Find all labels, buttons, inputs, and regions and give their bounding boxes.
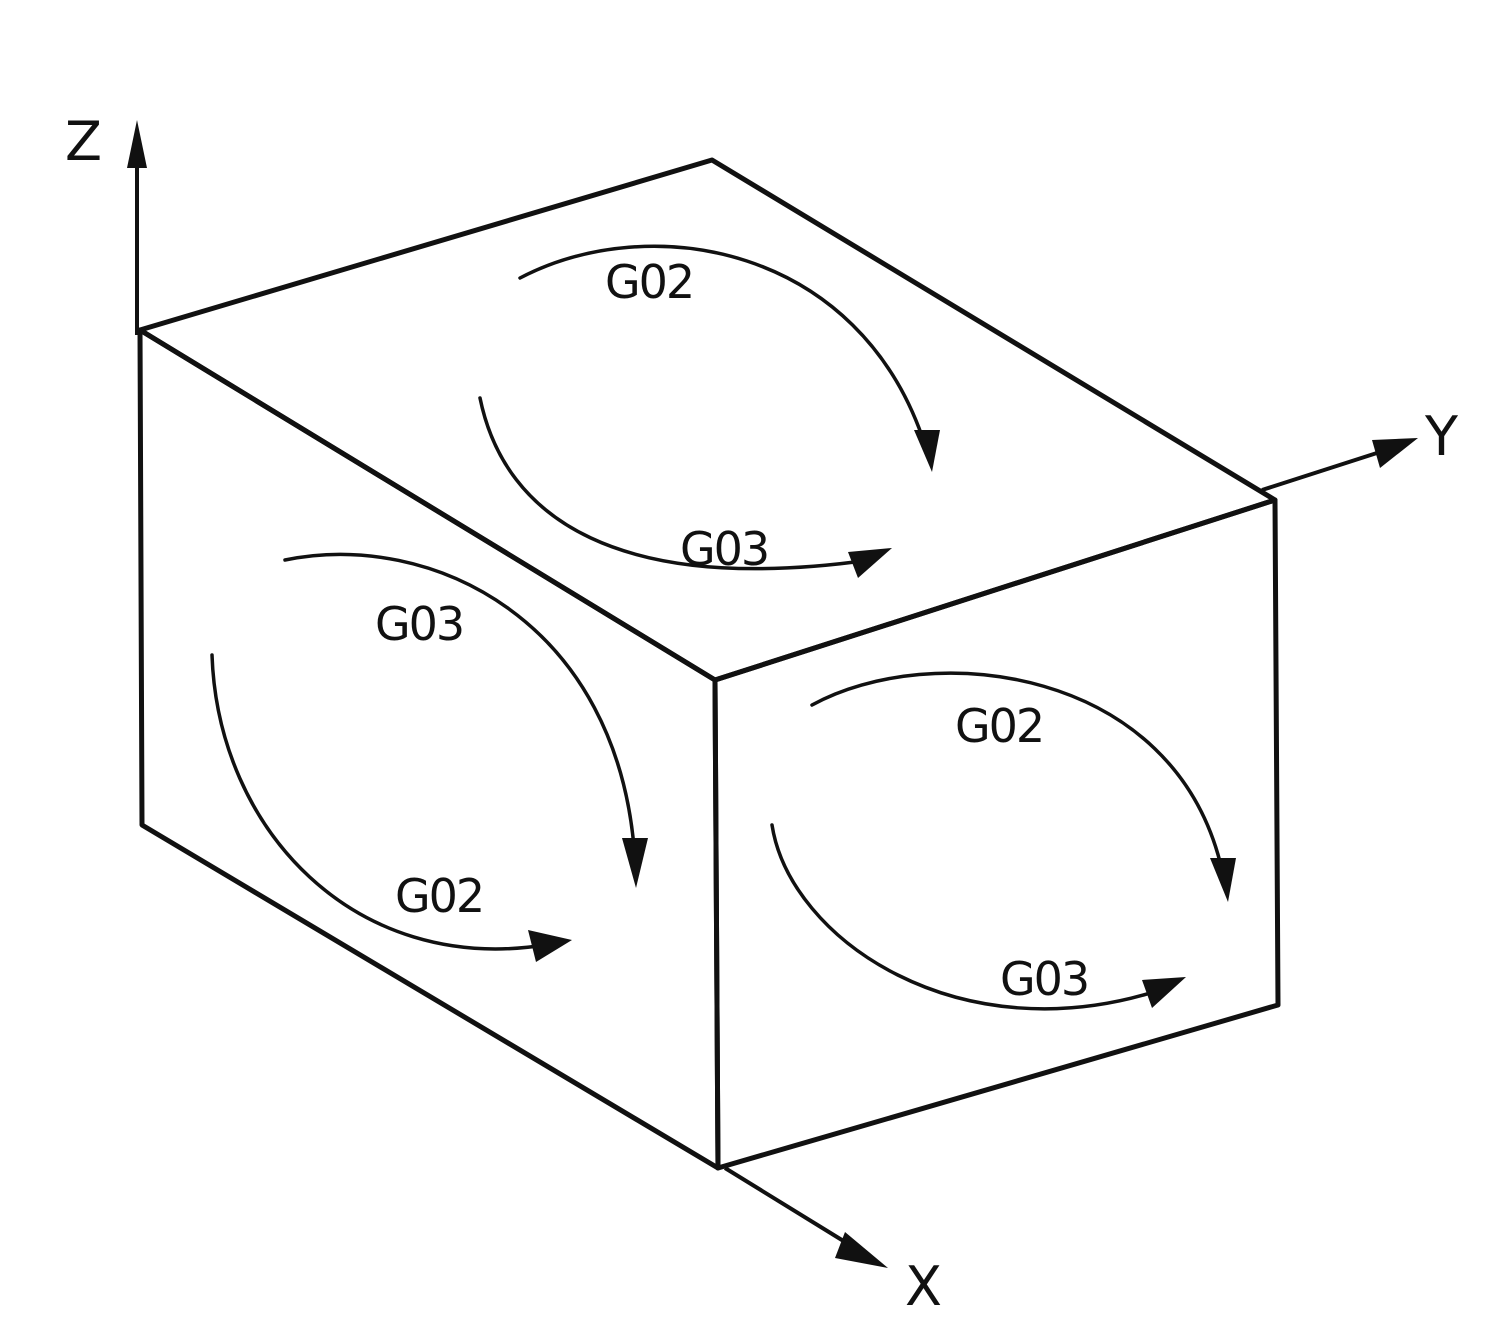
- right-face-outline: [712, 497, 1281, 1171]
- left-face-arcs: G03 G02: [210, 552, 648, 962]
- right-face-outer-arrowhead: [1210, 858, 1236, 902]
- top-face-arcs: G02 G03: [478, 244, 940, 578]
- top-face-outer-arc: [518, 244, 927, 447]
- top-face-outline: [137, 157, 1278, 683]
- workpiece-box: [137, 157, 1281, 1171]
- top-face-inner-arrowhead: [848, 548, 892, 578]
- y-axis: Y: [1261, 405, 1459, 492]
- right-face-outer-arc: [810, 671, 1224, 872]
- left-face-inner-arc-label: G02: [395, 869, 483, 923]
- right-face-outer-arc-label: G02: [955, 699, 1043, 753]
- x-axis: X: [723, 1166, 942, 1318]
- left-face-inner-arc: [210, 653, 547, 951]
- right-face-arcs: G02 G03: [770, 671, 1236, 1011]
- left-face-inner-arrowhead: [528, 930, 572, 962]
- z-axis-label: Z: [65, 110, 102, 173]
- top-face-outer-arrowhead: [914, 430, 940, 472]
- left-face-outer-arrowhead: [622, 838, 648, 888]
- left-face-outer-arc: [283, 552, 637, 862]
- left-face-outer-arc-label: G03: [375, 597, 463, 651]
- x-axis-label: X: [905, 1255, 942, 1318]
- right-face-inner-arrowhead: [1142, 977, 1186, 1008]
- right-face-inner-arc: [770, 823, 1162, 1011]
- top-face-outer-arc-label: G02: [605, 255, 693, 309]
- top-face-inner-arc-label: G03: [680, 522, 768, 576]
- z-axis: Z: [65, 110, 147, 335]
- y-axis-label: Y: [1424, 405, 1459, 468]
- top-face-inner-arc: [478, 396, 872, 571]
- right-face-inner-arc-label: G03: [1000, 952, 1088, 1006]
